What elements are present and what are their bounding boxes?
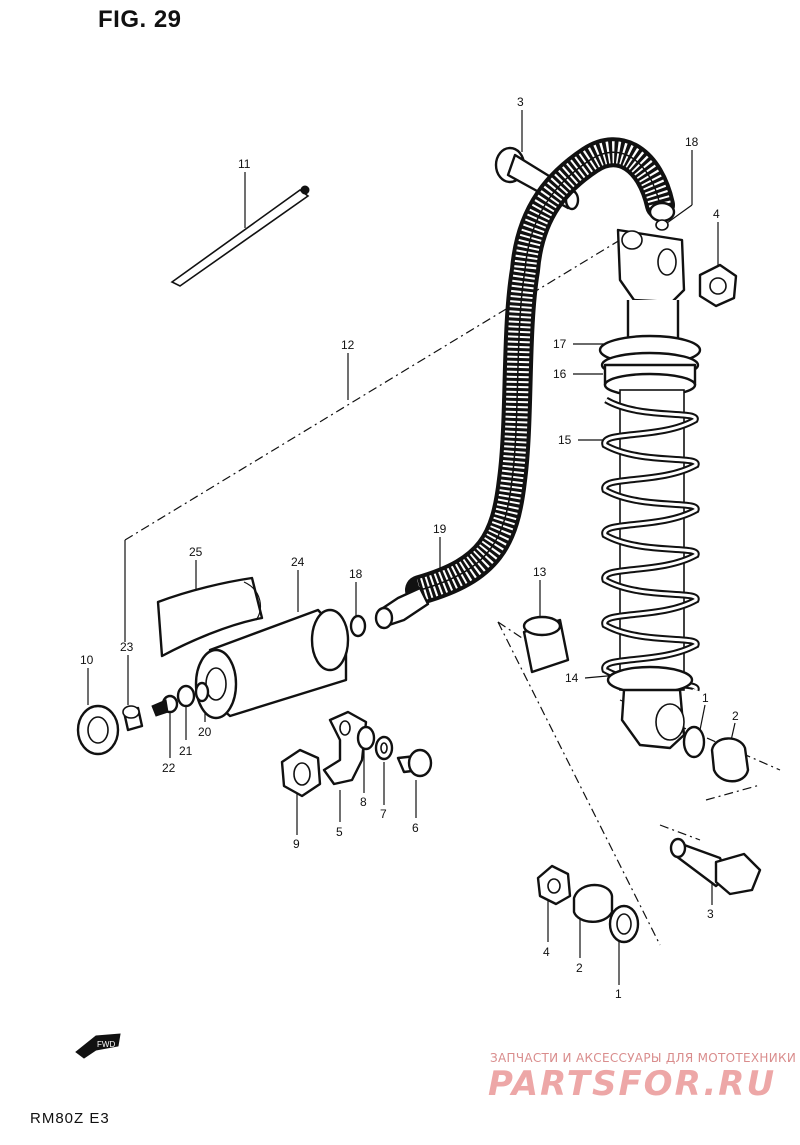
o-ring-part bbox=[349, 614, 367, 638]
watermark-logo: PARTSFOR.RU bbox=[488, 1064, 777, 1104]
lower-mount-parts bbox=[536, 864, 640, 944]
small-bolt-part bbox=[396, 748, 433, 778]
callout-label: 21 bbox=[179, 744, 193, 758]
callout-label: 20 bbox=[198, 725, 212, 739]
callout-label: 8 bbox=[360, 795, 367, 809]
reservoir-cover-part bbox=[156, 576, 264, 658]
callout-label: 22 bbox=[162, 761, 176, 775]
callout-label: 9 bbox=[293, 837, 300, 851]
rubber-ring-part bbox=[76, 704, 120, 756]
callout-label: 17 bbox=[553, 337, 567, 351]
callout-label: 13 bbox=[533, 565, 547, 579]
callout-label: 4 bbox=[713, 207, 720, 221]
hose-fitting-part bbox=[374, 586, 430, 630]
bushing-part bbox=[522, 615, 570, 674]
lower-bolt-part bbox=[669, 837, 762, 896]
callout-label: 10 bbox=[80, 653, 94, 667]
reservoir-hose-part bbox=[405, 137, 676, 605]
callout-label: 15 bbox=[558, 433, 572, 447]
callout-label: 4 bbox=[543, 945, 550, 959]
callout-label: 2 bbox=[732, 709, 739, 723]
callout-label: 19 bbox=[433, 522, 447, 536]
figure-title: FIG. 29 bbox=[98, 6, 182, 33]
callout-label: 1 bbox=[702, 691, 709, 705]
shock-absorber-part bbox=[598, 228, 702, 750]
callout-label: 1 bbox=[615, 987, 622, 1001]
callout-labels: 3 18 4 11 12 17 16 15 19 25 24 18 13 10 … bbox=[80, 95, 739, 1001]
cap-part bbox=[122, 705, 144, 732]
callout-label: 18 bbox=[685, 135, 699, 149]
leader-lines bbox=[87, 110, 781, 985]
model-code: RM80Z E3 bbox=[30, 1110, 110, 1127]
small-washer-part bbox=[374, 735, 394, 761]
reservoir-part bbox=[194, 608, 350, 720]
callout-label: 23 bbox=[120, 640, 134, 654]
callout-label: 14 bbox=[565, 671, 579, 685]
callout-label: 11 bbox=[238, 157, 251, 171]
callout-label: 6 bbox=[412, 821, 419, 835]
forward-direction-arrow: FWD bbox=[75, 1033, 121, 1059]
callout-label: 12 bbox=[341, 338, 355, 352]
upper-nut-part bbox=[698, 263, 738, 308]
seal-collar-parts-upper bbox=[682, 725, 750, 783]
callout-label: 24 bbox=[291, 555, 305, 569]
valve-parts bbox=[151, 681, 210, 717]
watermark-tagline: ЗАПЧАСТИ И АКСЕССУАРЫ ДЛЯ МОТОТЕХНИКИ bbox=[490, 1051, 797, 1065]
fwd-label: FWD bbox=[97, 1040, 115, 1049]
callout-label: 2 bbox=[576, 961, 583, 975]
callout-label: 25 bbox=[189, 545, 203, 559]
washer-part bbox=[356, 725, 376, 751]
clamp-nut-part bbox=[280, 748, 322, 798]
callout-label: 3 bbox=[517, 95, 524, 109]
cable-tie-part bbox=[170, 185, 310, 287]
callout-label: 7 bbox=[380, 807, 387, 821]
callout-label: 16 bbox=[553, 367, 567, 381]
callout-label: 3 bbox=[707, 907, 714, 921]
bracket-part bbox=[322, 710, 368, 786]
callout-label: 5 bbox=[336, 825, 343, 839]
callout-label: 18 bbox=[349, 567, 363, 581]
